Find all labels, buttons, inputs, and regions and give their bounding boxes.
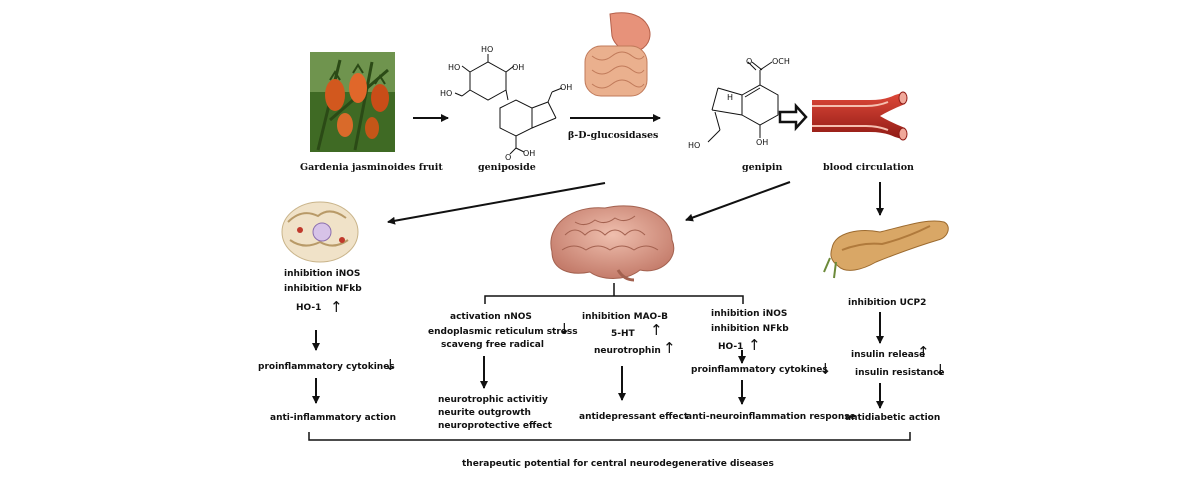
brain1-line-2: endoplasmic reticulum stress bbox=[428, 327, 578, 337]
chem-oh: OH bbox=[512, 63, 525, 72]
brain2-line-1: inhibition MAO-B bbox=[582, 312, 668, 322]
insulin-release: insulin release bbox=[851, 350, 926, 360]
blood-circulation-label: blood circulation bbox=[823, 162, 914, 173]
chem-oh: OH bbox=[756, 138, 769, 147]
digestive-tract-image bbox=[584, 12, 651, 97]
left-line-2: inhibition NFkb bbox=[284, 284, 362, 294]
brain-image bbox=[550, 205, 675, 282]
left-cytokines: proinflammatory cytokines bbox=[258, 362, 395, 372]
pancreas-image bbox=[823, 220, 949, 279]
brain1-result-3: neuroprotective effect bbox=[438, 421, 552, 431]
chem-oh: OH bbox=[523, 149, 536, 158]
brain2-line-2: 5-HT bbox=[611, 329, 635, 339]
up-arrow-icon: ↑ bbox=[663, 339, 676, 357]
gardenia-fruit-image bbox=[310, 52, 395, 152]
brain3-cytokines: proinflammatory cytokines bbox=[691, 365, 828, 375]
chem-och3: OCH bbox=[772, 57, 790, 66]
up-arrow-icon: ↑ bbox=[748, 336, 761, 354]
enzyme-label: β-D-glucosidases bbox=[568, 130, 659, 141]
brain1-result-1: neurotrophic activitiy bbox=[438, 395, 548, 405]
chem-oh: OH bbox=[560, 83, 573, 92]
chem-ho: HO bbox=[440, 89, 453, 98]
immune-cell-image bbox=[281, 201, 359, 263]
genipin-structure bbox=[707, 61, 779, 143]
brain2-line-3: neurotrophin bbox=[594, 346, 661, 356]
fruit-label: Gardenia jasminoides fruit bbox=[300, 162, 443, 173]
chem-h: H bbox=[727, 93, 734, 102]
left-line-1: inhibition iNOS bbox=[284, 269, 361, 279]
brain1-line-3: scaveng free radical bbox=[441, 340, 544, 350]
genipin-label: genipin bbox=[742, 162, 783, 173]
insulin-resistance: insulin resistance bbox=[855, 368, 945, 378]
down-arrow-icon: ↓ bbox=[558, 320, 571, 338]
up-arrow-icon: ↑ bbox=[330, 298, 343, 316]
chem-ho: HO bbox=[448, 63, 461, 72]
down-arrow-icon: ↓ bbox=[934, 361, 947, 379]
chem-o: O bbox=[746, 57, 753, 66]
brain1-line-1: activation nNOS bbox=[450, 312, 532, 322]
left-result: anti-inflammatory action bbox=[270, 413, 396, 423]
pancreas-line: inhibition UCP2 bbox=[848, 298, 927, 308]
up-arrow-icon: ↑ bbox=[650, 321, 663, 339]
chem-ho: HO bbox=[481, 45, 494, 54]
pancreas-result: antidiabetic action bbox=[845, 413, 941, 423]
brain3-line-3: HO-1 bbox=[718, 342, 744, 352]
hollow-arrow-icon bbox=[778, 102, 808, 132]
brain1-result-2: neurite outgrowth bbox=[438, 408, 531, 418]
down-arrow-icon: ↓ bbox=[384, 356, 397, 374]
left-line-3: HO-1 bbox=[296, 303, 322, 313]
down-arrow-icon: ↓ bbox=[819, 360, 832, 378]
chem-ho: HO bbox=[688, 141, 701, 150]
blood-vessel-image bbox=[812, 91, 908, 141]
geniposide-label: geniposide bbox=[478, 162, 536, 173]
geniposide-structure bbox=[454, 54, 563, 155]
brain3-line-2: inhibition NFkb bbox=[711, 324, 789, 334]
brain2-result: antidepressant effect bbox=[579, 412, 689, 422]
brain3-result: anti-neuroinflammation response bbox=[686, 412, 856, 422]
up-arrow-icon: ↑ bbox=[917, 343, 930, 361]
bottom-label: therapeutic potential for central neurod… bbox=[462, 459, 774, 469]
brain3-line-1: inhibition iNOS bbox=[711, 309, 788, 319]
chem-o: O bbox=[505, 153, 512, 162]
